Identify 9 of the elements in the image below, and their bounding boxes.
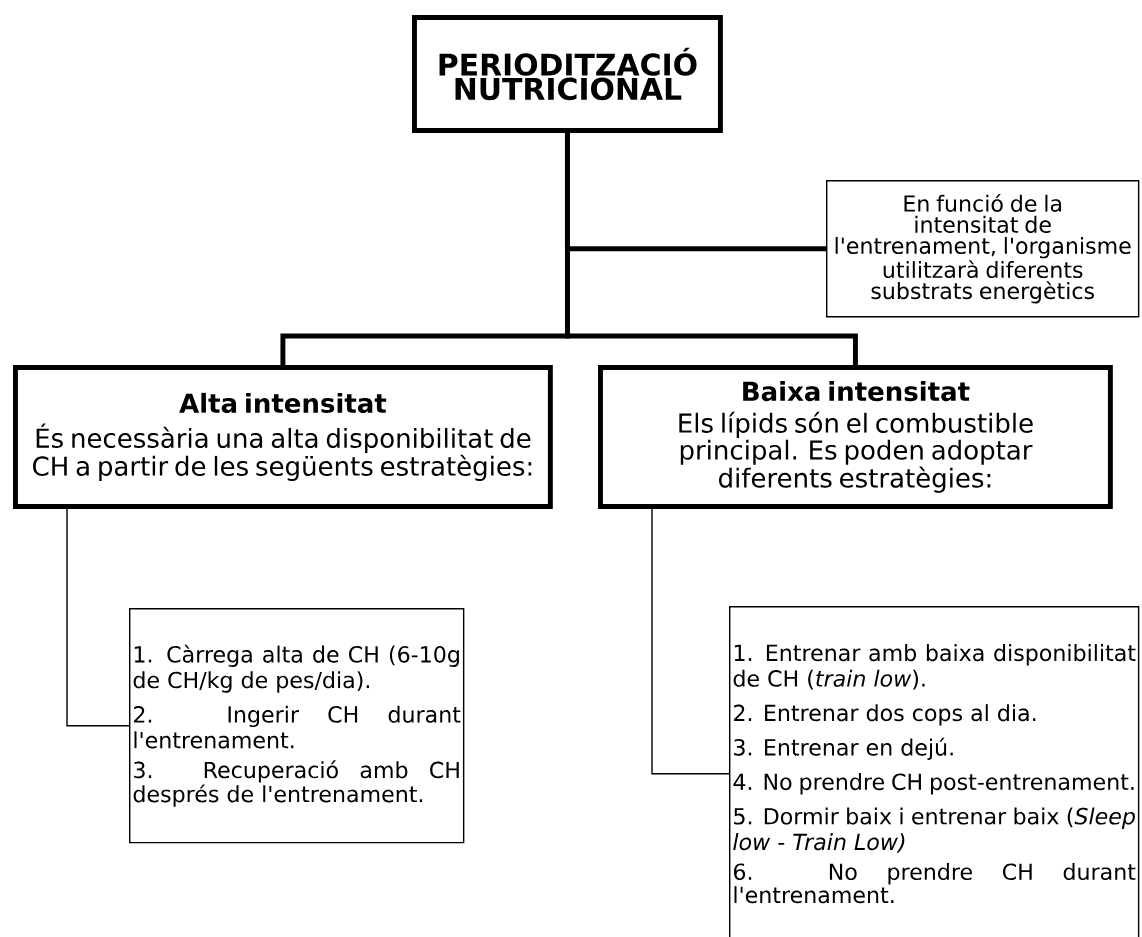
list-box: 1. Càrrega alta de CH (6-10g de CH/kg de pes/dia). 2. Ingerir CH durant l'entrenament. 3. Recuperació amb CH després de l'entrenament. [129,608,465,844]
connector-line [565,132,858,365]
list-box: 1. Entrenar amb baixa disponibilitat de CH (train low). 2. Entrenar dos cops al dia. 3. Entrenar en dejú. 4. No prendre CH post-entrenament. 5. Dormir baix i entrenar baix (Sleep low - Train Low) 6. No prendre CH durant l'entrenament. [729,606,1140,937]
category-box: Alta intensitat És necessària una alta disponibilitat de CH a partir de les següents estratègies: [13,365,553,509]
connector-line [66,508,130,727]
connector-line [651,508,730,775]
note-box: En funció de la intensitat de l'entrenament, l'organisme utilitzarà diferents substrats energètics [826,180,1140,318]
category-box: Baixa intensitat Els lípids són el combustible principal. Es poden adoptar diferents estratègies: [598,365,1113,509]
title-box: PERIODITZACIÓ NUTRICIONAL [412,15,723,133]
